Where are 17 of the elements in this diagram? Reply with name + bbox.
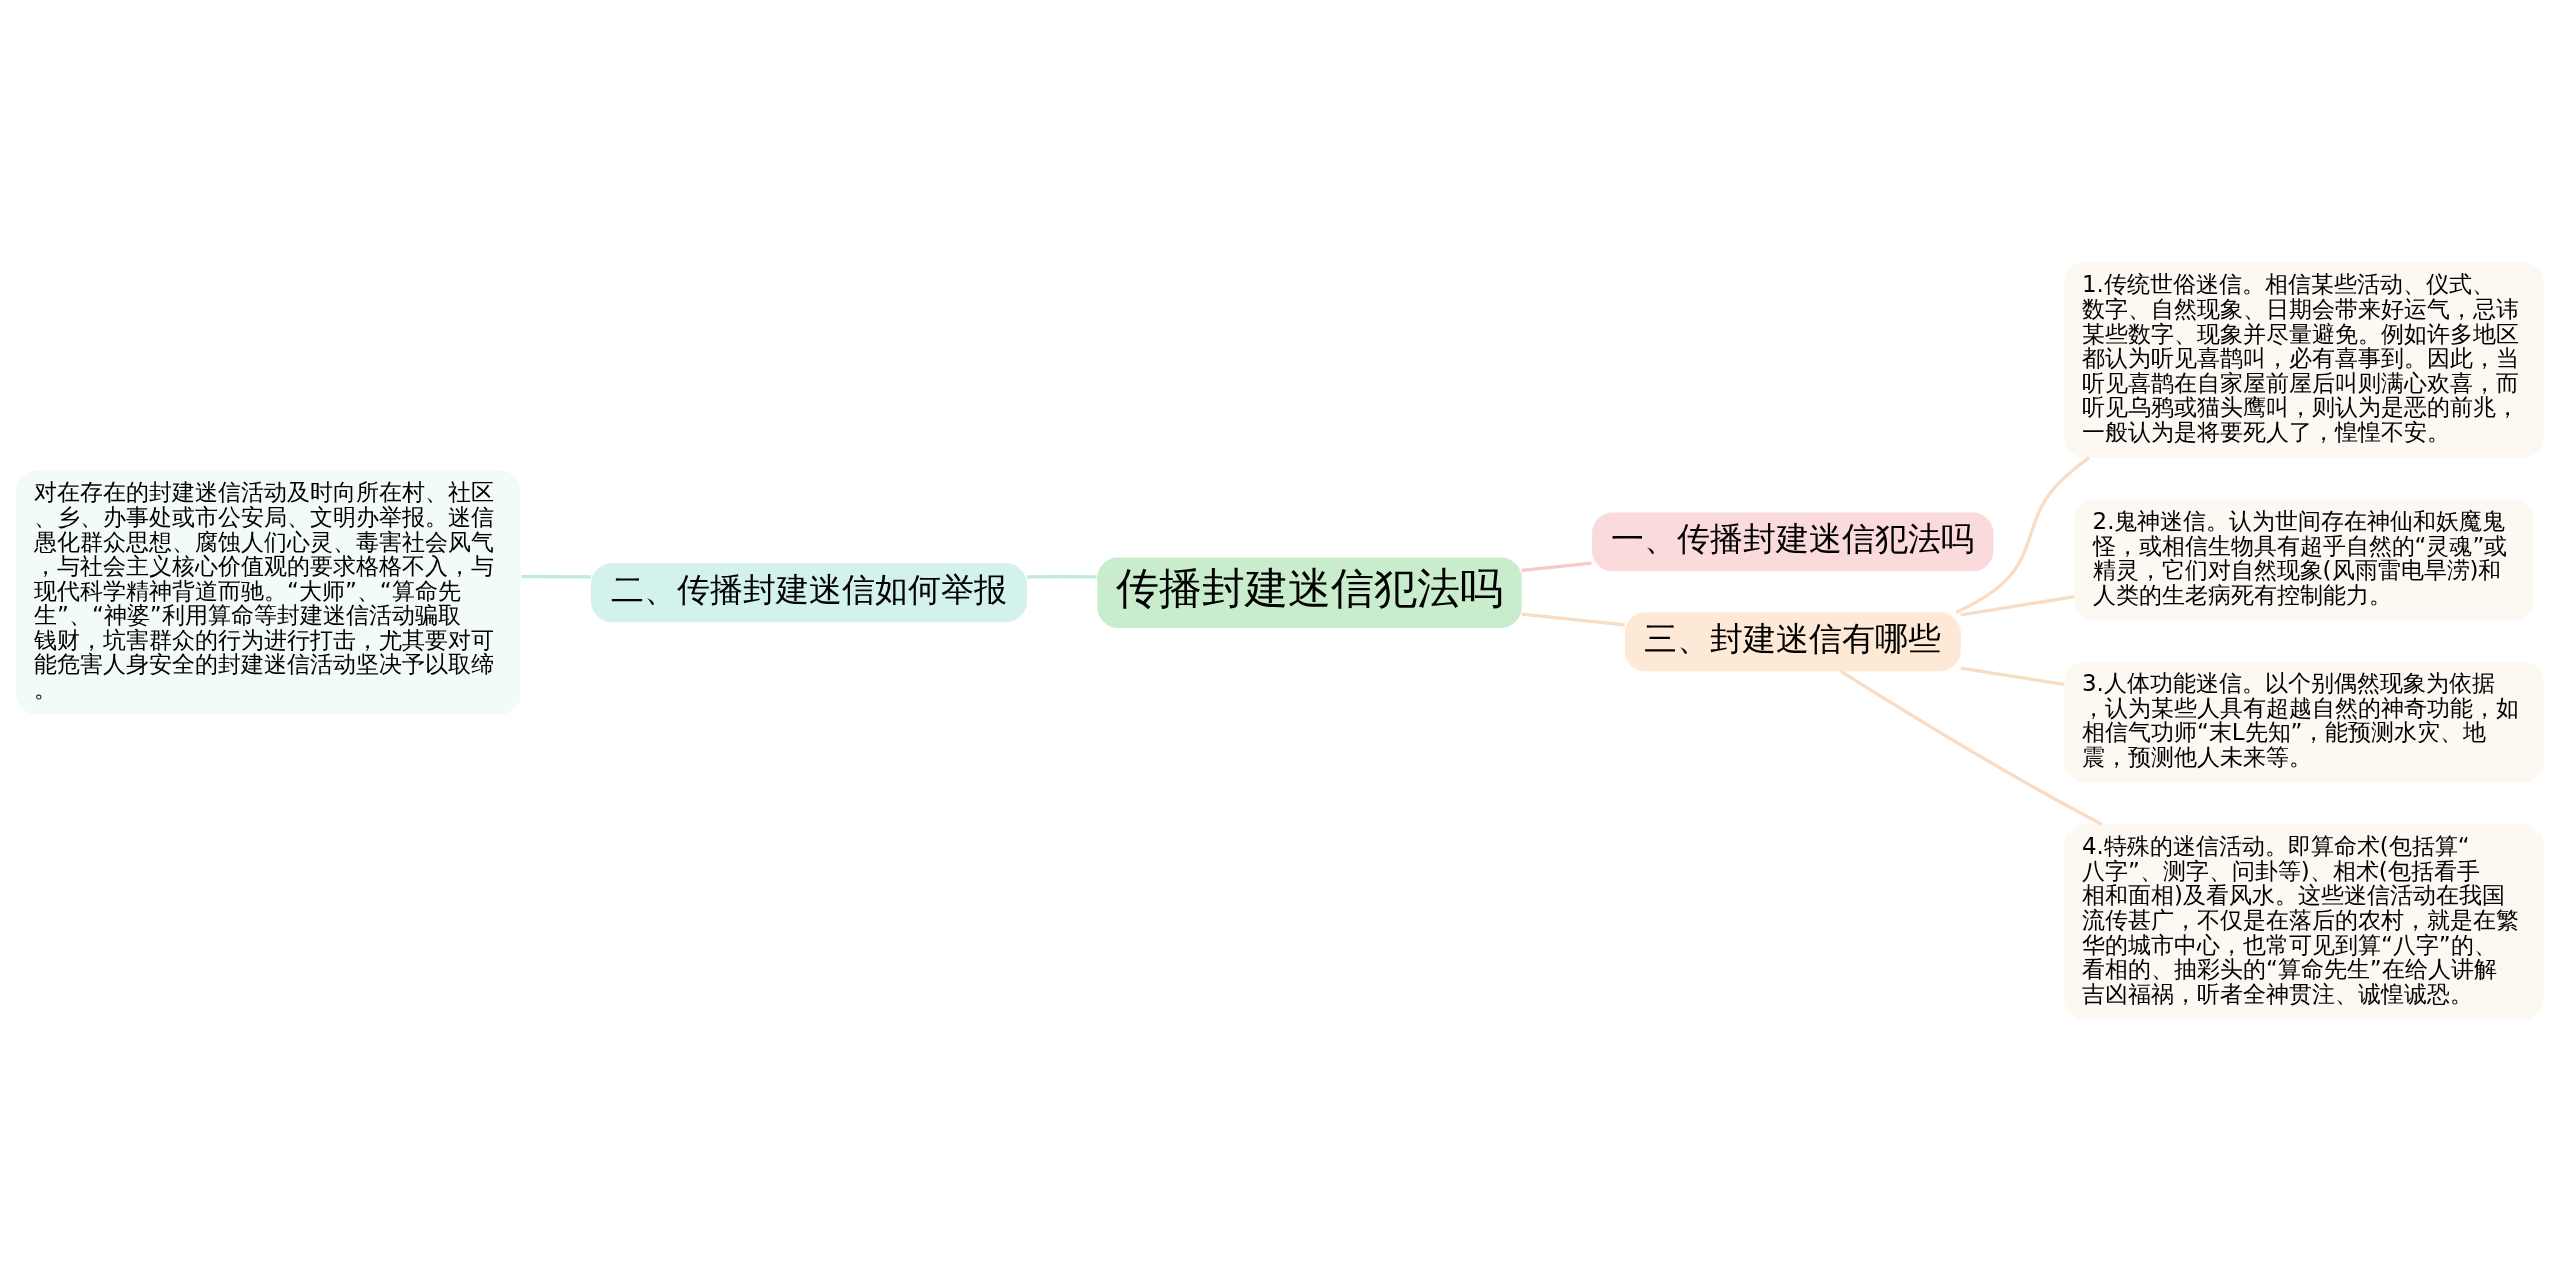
node-box: 1.传统世俗迷信。相信某些活动、仪式、数字、自然现象、日期会带来好运气，忌讳某些数字、现象并尽量避免。例如许多地区都认为听见喜鹊叫，必有喜事到。因此，当听见喜鹊在自家屋前屋后叫则满心欢喜，而听见乌鸦或猫头鹰叫，则认为是恶的前兆，一般认为是将要死人了，惶惶不安。 <box>2063 262 2544 458</box>
connector <box>1960 595 2075 617</box>
connector <box>521 575 591 579</box>
connector <box>1521 612 1625 627</box>
node-box: 3.人体功能迷信。以个别偶然现象为依据，认为某些人具有超越自然的神奇功能，如相信气功师“末L先知”，能预测水灾、地震，预测他人未来等。 <box>2063 661 2544 783</box>
node-box: 传播封建迷信犯法吗 <box>1097 557 1522 628</box>
connector <box>1960 666 2064 686</box>
connector <box>1521 561 1592 573</box>
node-box: 二、传播封建迷信如何举报 <box>591 563 1027 623</box>
node-box: 2.鬼神迷信。认为世间存在神仙和妖魔鬼怪，或相信生物具有超乎自然的“灵魂”或精灵，它们对自然现象(风雨雷电旱涝)和人类的生老病死有控制能力。 <box>2074 499 2534 621</box>
node-box: 4.特殊的迷信活动。即算命术(包括算“八字”、测字、问卦等)、相术(包括看手相和面相)及看风水。这些迷信活动在我国流传甚广，不仅是在落后的农村，就是在繁华的城市中心，也常可见到算“八字”的、看相的、抽彩头的“算命先生”在给人讲解吉凶福祸，听者全神贯注、诚惶诚恐。 <box>2063 824 2544 1020</box>
connector <box>1840 670 2103 826</box>
node-box: 对在存在的封建迷信活动及时向所在村、社区、乡、办事处或市公安局、文明办举报。迷信愚化群众思想、腐蚀人们心灵、毒害社会风气，与社会主义核心价值观的要求格格不入，与现代科学精神背道而驰。“大师”、“算命先生”、“神婆”利用算命等封建迷信活动骗取钱财，坑害群众的行为进行打击，尤其要对可能危害人身安全的封建迷信活动坚决予以取缔。 <box>16 470 521 715</box>
node-box: 一、传播封建迷信犯法吗 <box>1592 512 1994 572</box>
connector <box>1955 456 2090 614</box>
connector <box>1027 575 1097 579</box>
node-box: 三、封建迷信有哪些 <box>1624 612 1961 672</box>
